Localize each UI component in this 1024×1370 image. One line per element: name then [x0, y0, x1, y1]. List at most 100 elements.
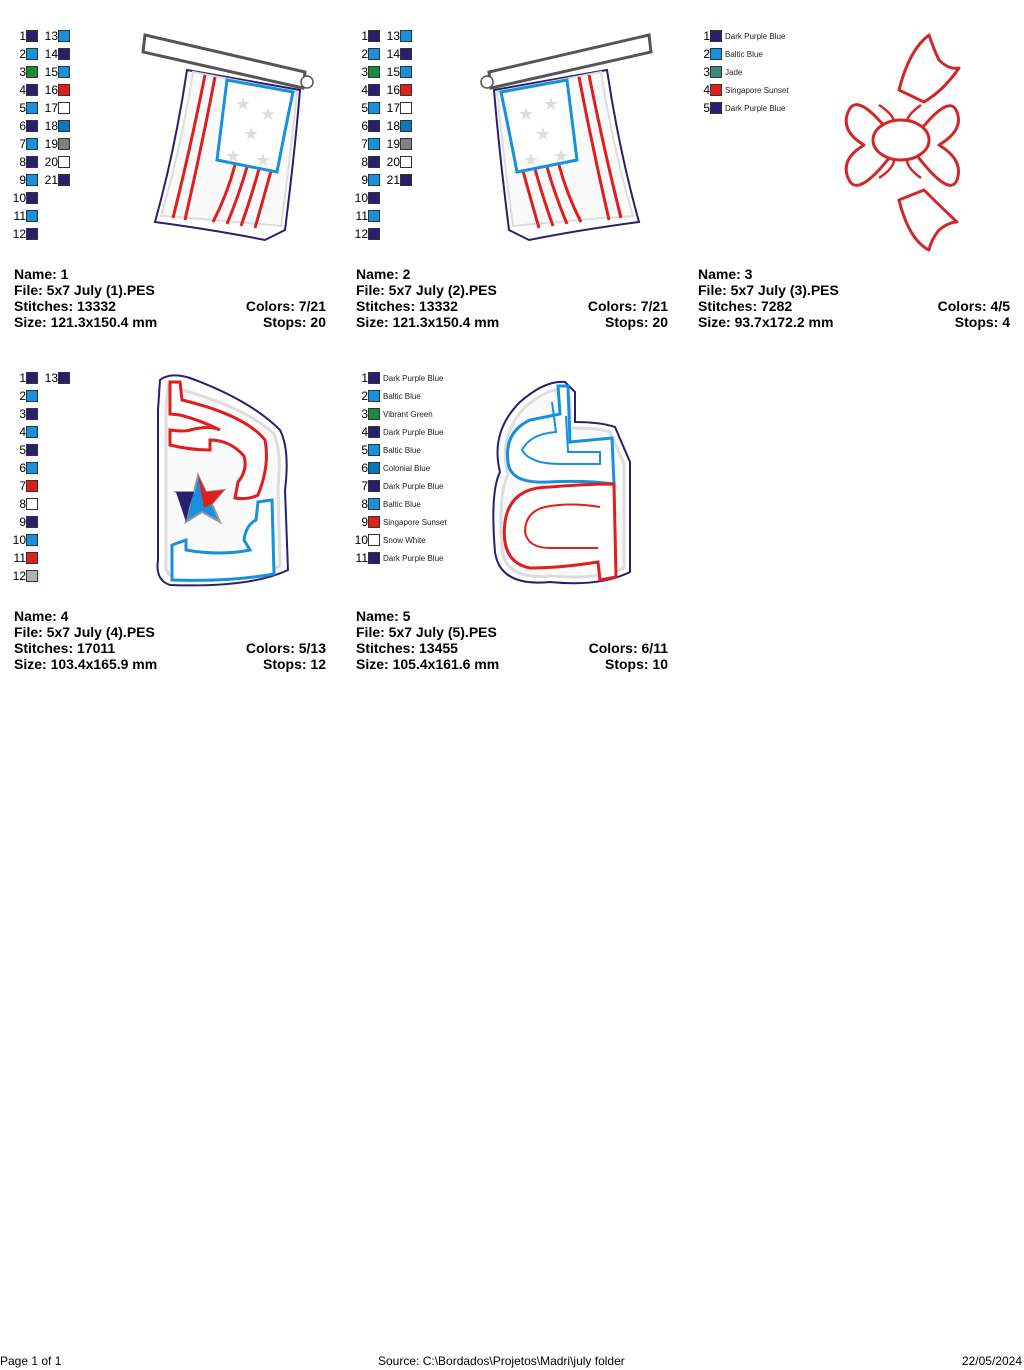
color-swatch-item: 21 [40, 171, 70, 189]
swatch-number: 5 [19, 443, 26, 457]
color-swatch-item: 9 [10, 171, 38, 189]
color-swatch-item: 8 [352, 153, 380, 171]
color-swatch-item: 4 [352, 81, 380, 99]
swatch-number: 3 [19, 65, 26, 79]
svg-text:★: ★ [225, 146, 241, 166]
design-stitches: Stitches: 13332 [356, 298, 458, 314]
swatch-number: 10 [354, 191, 368, 205]
swatch-number: 10 [12, 191, 26, 205]
swatch-color-box [58, 372, 70, 384]
swatch-color-box [26, 48, 38, 60]
swatch-number: 8 [19, 155, 26, 169]
swatch-number: 11 [355, 551, 368, 565]
swatch-color-box [26, 552, 38, 564]
color-swatch-item: 15 [40, 63, 70, 81]
design-file: File: 5x7 July (4).PES [14, 624, 155, 640]
swatch-number: 12 [354, 227, 368, 241]
swatch-color-box [368, 84, 380, 96]
color-swatch-item: 16 [382, 81, 412, 99]
color-swatch-item: 1 [352, 27, 380, 45]
svg-text:★: ★ [553, 146, 569, 166]
design-size: Size: 121.3x150.4 mm [14, 314, 158, 330]
color-swatch-item: 15 [382, 63, 412, 81]
swatch-number: 2 [703, 47, 710, 61]
design-file: File: 5x7 July (3).PES [698, 282, 839, 298]
bow-design-image [844, 33, 961, 252]
swatch-thread-name: Jade [725, 67, 743, 77]
swatch-color-box [26, 516, 38, 528]
swatch-number: 2 [361, 47, 368, 61]
color-swatch-item: 10 [352, 189, 380, 207]
design-file: File: 5x7 July (5).PES [356, 624, 497, 640]
swatch-color-box [368, 390, 380, 402]
design-name: Name: 2 [356, 266, 411, 282]
color-swatch-item: 3 [10, 63, 38, 81]
design-stitches: Stitches: 13332 [14, 298, 116, 314]
swatch-color-box [26, 102, 38, 114]
swatch-color-box [368, 138, 380, 150]
swatch-thread-name: Colonial Blue [383, 463, 431, 473]
design-info: Name: 5 File: 5x7 July (5).PES Stitches:… [356, 608, 668, 672]
swatch-number: 19 [386, 137, 400, 151]
swatch-number: 3 [361, 407, 368, 421]
swatch-color-box [368, 192, 380, 204]
swatch-number: 9 [361, 173, 368, 187]
footer-page-number: Page 1 of 1 [0, 1354, 62, 1368]
swatch-number: 21 [44, 173, 58, 187]
swatch-thread-name: Dark Purple Blue [383, 373, 444, 383]
swatch-color-box [400, 66, 412, 78]
swatch-number: 14 [386, 47, 400, 61]
swatch-color-box [26, 426, 38, 438]
design-name: Name: 1 [14, 266, 69, 282]
design-size: Size: 105.4x161.6 mm [356, 656, 500, 672]
swatch-color-box [58, 102, 70, 114]
swatch-number: 19 [44, 137, 58, 151]
swatch-number: 1 [19, 29, 26, 43]
swatch-color-box [400, 48, 412, 60]
swatch-color-box [58, 84, 70, 96]
color-swatch-item: 11 [10, 207, 38, 225]
design-info: Name: 3 File: 5x7 July (3).PES Stitches:… [698, 266, 1010, 330]
swatch-number: 1 [361, 371, 368, 385]
color-swatch-item: 18 [40, 117, 70, 135]
svg-text:★: ★ [543, 94, 559, 114]
svg-text:★: ★ [535, 124, 551, 144]
swatch-thread-name: Dark Purple Blue [383, 553, 444, 563]
swatch-thread-name: Dark Purple Blue [725, 31, 786, 41]
swatch-number: 15 [44, 65, 58, 79]
design-size: Size: 93.7x172.2 mm [698, 314, 834, 330]
swatch-thread-name: Singapore Sunset [383, 517, 447, 527]
swatch-color-box [26, 174, 38, 186]
swatch-color-box [58, 48, 70, 60]
color-swatch-item: 13 [40, 27, 70, 45]
color-swatch-item: 6 [10, 117, 38, 135]
swatch-number: 18 [44, 119, 58, 133]
flag-left-design-image: ★★★★★ [480, 33, 653, 242]
swatch-number: 20 [386, 155, 400, 169]
swatch-color-box [368, 408, 380, 420]
swatch-number: 9 [19, 173, 26, 187]
swatch-number: 6 [19, 119, 26, 133]
swatch-number: 13 [44, 371, 58, 385]
color-swatch-item: 12 [352, 225, 380, 243]
design-file: File: 5x7 July (1).PES [14, 282, 155, 298]
swatch-number: 5 [19, 101, 26, 115]
swatch-color-box [26, 372, 38, 384]
swatch-color-box [368, 534, 380, 546]
swatch-thread-name: Vibrant Green [383, 409, 433, 419]
color-swatch-item: 10 [10, 189, 38, 207]
swatch-color-box [58, 120, 70, 132]
swatch-number: 14 [44, 47, 58, 61]
swatch-number: 3 [19, 407, 26, 421]
color-swatch-item: 14 [382, 45, 412, 63]
swatch-color-box [368, 66, 380, 78]
color-swatch-item: 21 [382, 171, 412, 189]
swatch-number: 13 [386, 29, 400, 43]
swatch-number: 1 [703, 29, 710, 43]
swatch-number: 4 [361, 83, 368, 97]
